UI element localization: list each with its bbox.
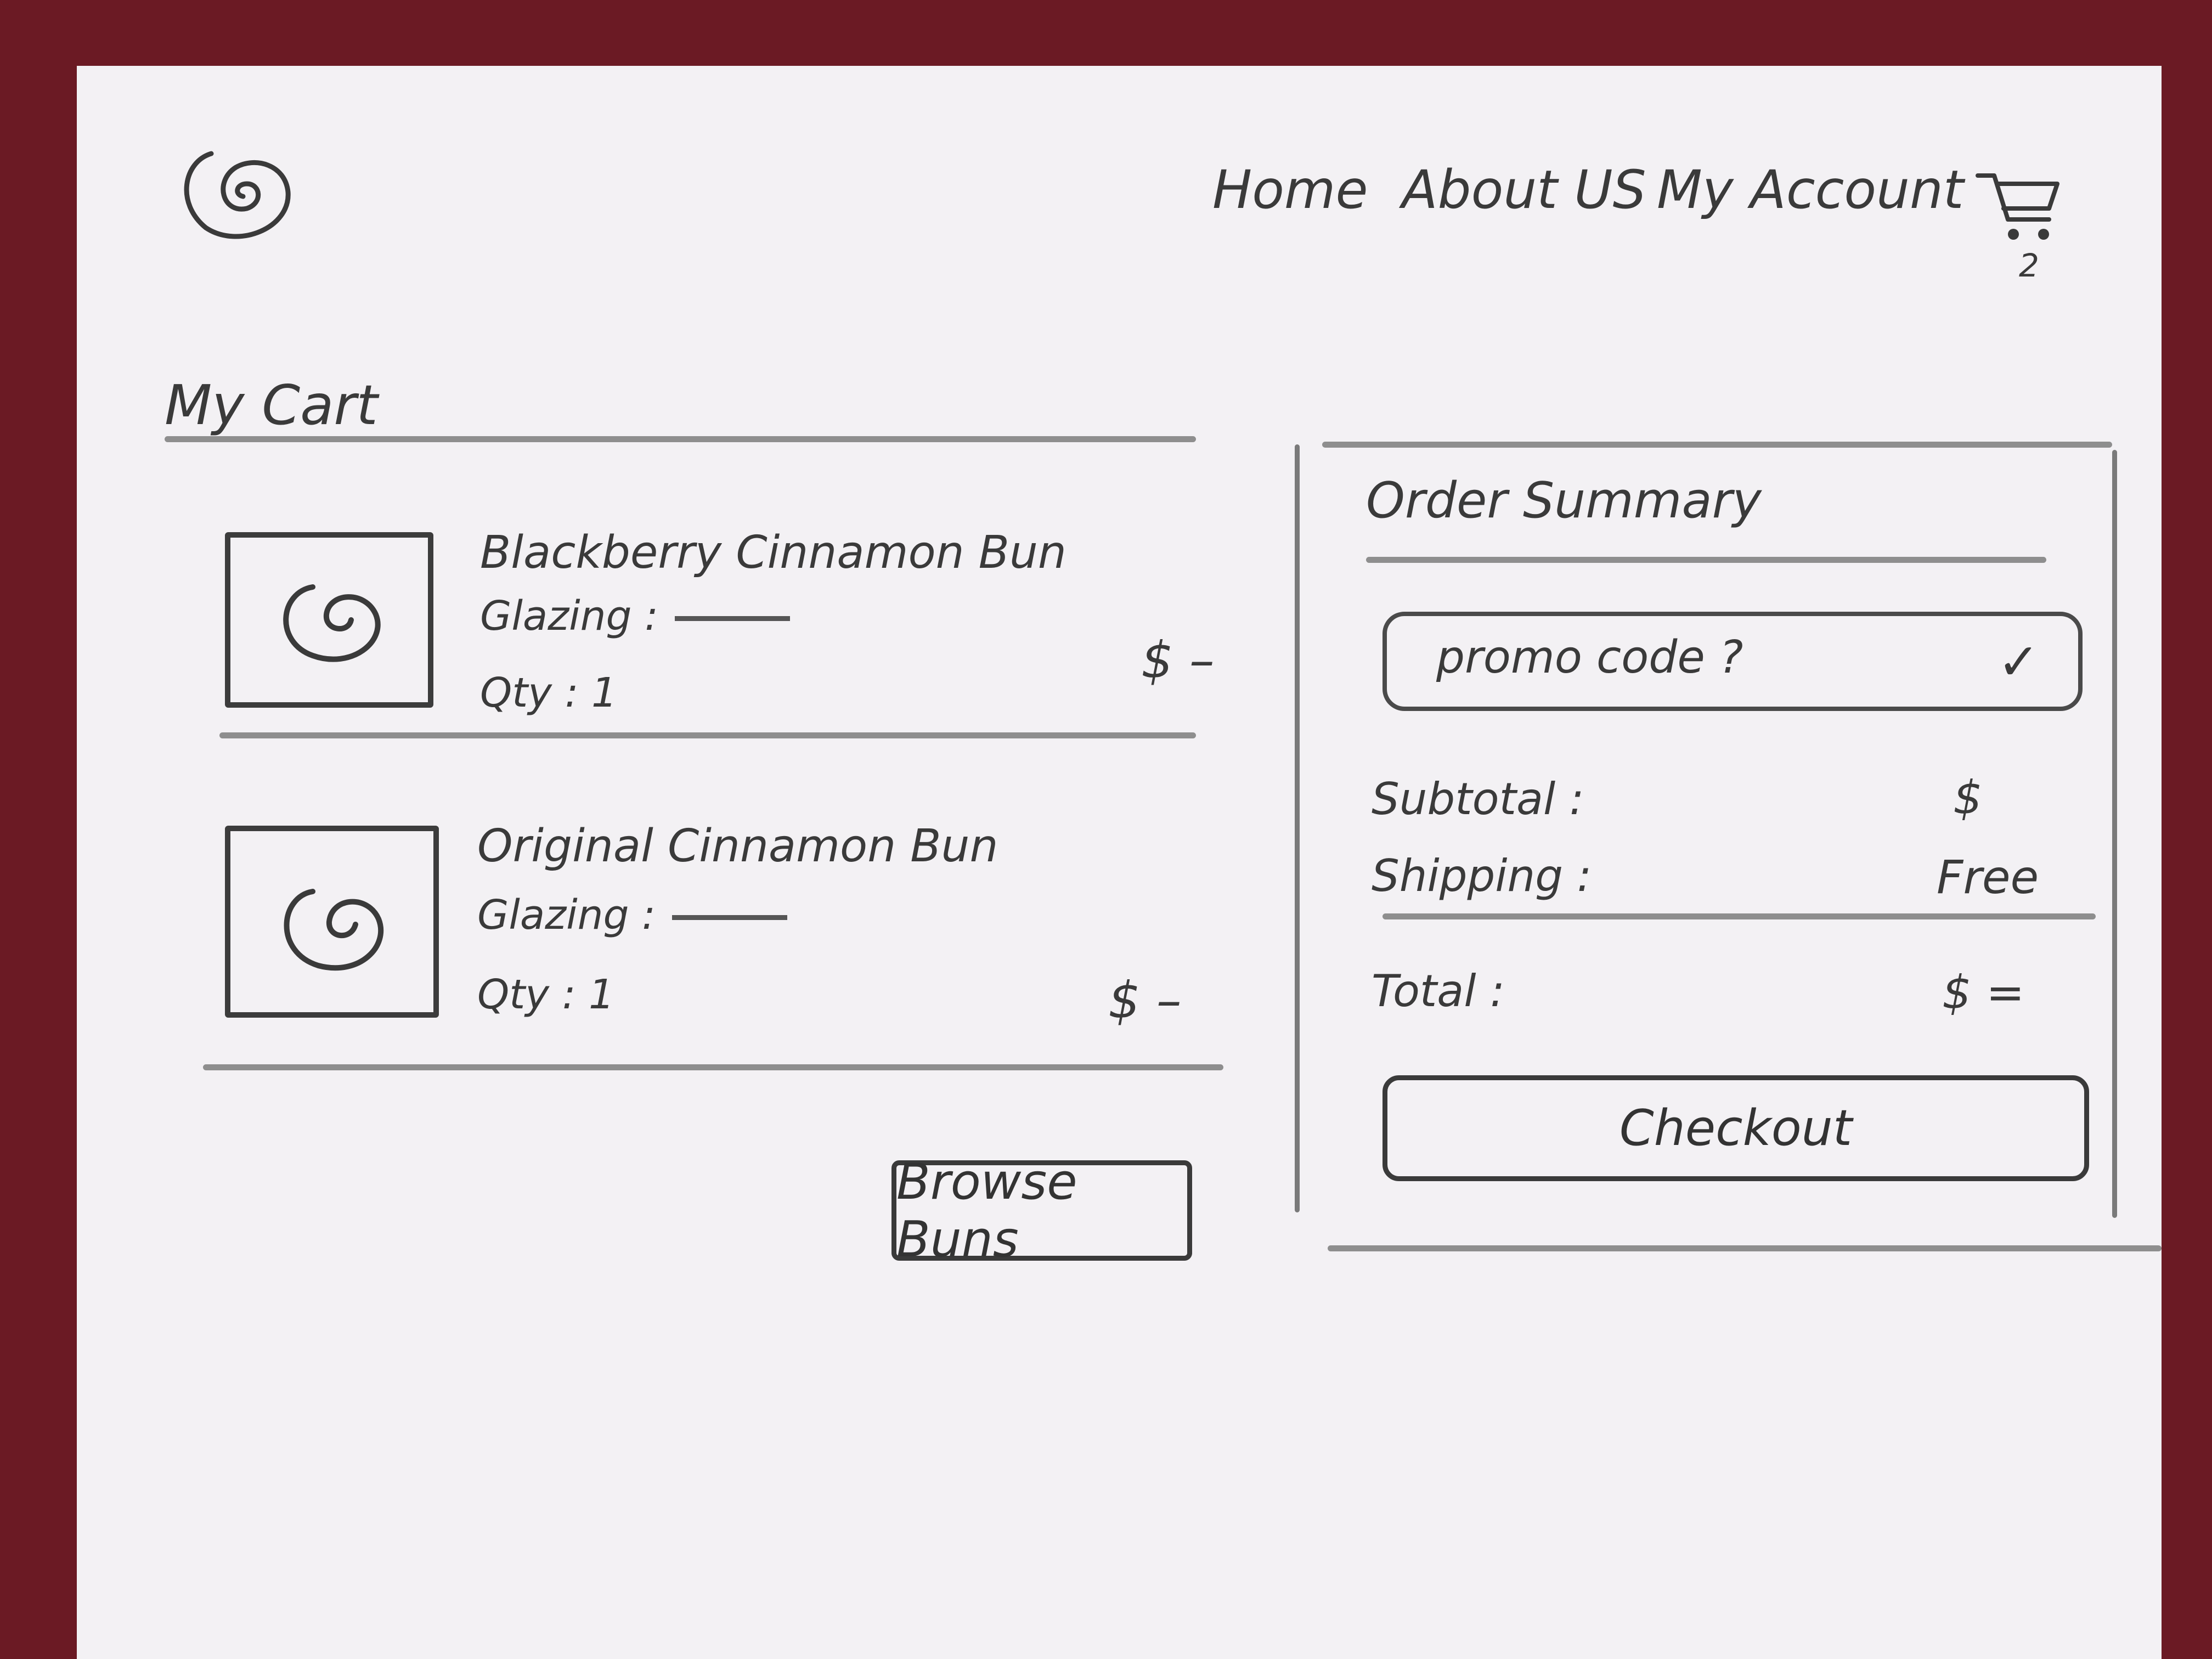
item-divider: [219, 732, 1196, 738]
promo-code-input[interactable]: promo code ? ✓: [1383, 612, 2083, 711]
item-name: Blackberry Cinnamon Bun: [480, 527, 1066, 579]
subtotal-label: Subtotal :: [1372, 774, 1584, 825]
browse-buns-button[interactable]: Browse Buns: [891, 1153, 1192, 1268]
product-image[interactable]: [225, 532, 433, 708]
item-qty[interactable]: Qty : 1: [477, 971, 615, 1018]
order-summary-title: Order Summary: [1366, 472, 1762, 529]
summary-panel-right-border: [2112, 450, 2117, 1218]
checkout-button[interactable]: Checkout: [1383, 1075, 2089, 1181]
glazing-blank: [674, 616, 790, 621]
wireframe-paper: Home About US My Account 2 My Cart Black…: [77, 66, 2162, 1659]
nav-about-link[interactable]: About US: [1402, 159, 1646, 221]
total-label: Total :: [1372, 966, 1505, 1017]
item-price: $ –: [1108, 971, 1182, 1030]
cart-count-badge: 2: [2019, 247, 2039, 284]
shipping-value: Free: [1937, 850, 2039, 904]
item-name: Original Cinnamon Bun: [477, 820, 998, 872]
nav-account-link[interactable]: My Account: [1657, 159, 1964, 221]
summary-panel-left-border: [1295, 444, 1300, 1212]
item-price: $ –: [1141, 631, 1215, 690]
promo-code-placeholder: promo code ?: [1436, 631, 1743, 684]
subtotal-value: $: [1953, 771, 1983, 825]
product-image[interactable]: [225, 826, 439, 1018]
shipping-label: Shipping :: [1372, 850, 1592, 901]
item-qty[interactable]: Qty : 1: [480, 669, 618, 716]
summary-total-divider: [1383, 913, 2096, 919]
glazing-blank: [672, 915, 787, 920]
summary-title-divider: [1366, 557, 2046, 563]
summary-panel-top-border: [1322, 442, 2112, 448]
nav-home-link[interactable]: Home: [1212, 159, 1368, 221]
shopping-cart-icon[interactable]: [1975, 167, 2063, 247]
item-glazing: Glazing :: [477, 891, 787, 939]
item-glazing: Glazing :: [480, 592, 790, 640]
summary-panel-bottom-border: [1328, 1245, 2162, 1251]
total-value: $ =: [1942, 966, 2025, 1019]
cart-title-divider: [165, 436, 1196, 442]
cart-title: My Cart: [165, 373, 378, 437]
glazing-label: Glazing :: [477, 891, 656, 939]
cinnamon-roll-swirl-icon[interactable]: [173, 137, 299, 247]
glazing-label: Glazing :: [480, 592, 658, 640]
checkmark-icon[interactable]: ✓: [1997, 633, 2040, 691]
item-divider: [203, 1064, 1223, 1070]
